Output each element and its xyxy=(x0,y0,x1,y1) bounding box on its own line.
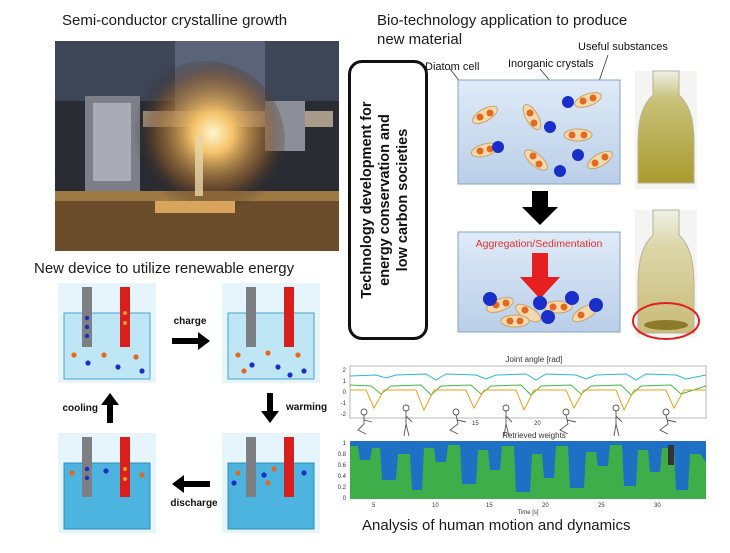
useful-label: Useful substances xyxy=(578,41,668,53)
semiconductor-photo xyxy=(55,41,339,251)
charge-arrow-icon xyxy=(172,332,210,350)
inorganic-crystals-top xyxy=(492,96,584,177)
joint-xtick: 20 xyxy=(534,421,541,427)
cooling-arrow-icon xyxy=(101,393,119,423)
weights-xtick: 5 xyxy=(372,503,376,509)
diatom-label: Diatom cell xyxy=(425,61,480,73)
aggregated-cells xyxy=(483,291,603,328)
flask-photo-top xyxy=(635,70,697,189)
diatom-cells-top xyxy=(470,92,613,171)
aggregation-label: Aggregation/Sedimentation xyxy=(476,238,603,250)
joint-curve-cyan xyxy=(349,373,707,381)
device-diagram: charge warming discharge cooling xyxy=(58,283,327,533)
joint-ytick: -2 xyxy=(341,412,347,418)
weights-plot xyxy=(350,441,706,499)
human-pose-figures xyxy=(357,404,677,437)
warming-label: warming xyxy=(285,402,327,413)
charge-label: charge xyxy=(174,316,207,327)
weights-ytick: 0.8 xyxy=(338,452,347,458)
weights-ytick: 0.2 xyxy=(338,485,347,491)
theme-text: Technology development for energy conser… xyxy=(359,101,411,298)
joint-curve-orange xyxy=(350,389,706,412)
theme-line3: low carbon societies xyxy=(395,129,411,272)
joint-xtick: 15 xyxy=(472,421,479,427)
discharge-label: discharge xyxy=(170,498,218,509)
flask-photo-bottom xyxy=(632,209,700,340)
weights-label: Retrieved weights xyxy=(502,431,566,440)
joint-ytick: 2 xyxy=(343,368,347,374)
semiconductor-title: Semi-conductor crystalline growth xyxy=(62,12,288,29)
weights-xlabel: Time [s] xyxy=(517,510,538,516)
cooling-label: cooling xyxy=(62,403,98,414)
weights-xtick: 20 xyxy=(542,503,549,509)
weights-xtick: 10 xyxy=(432,503,439,509)
beaker-top-right xyxy=(222,283,320,383)
beaker-bottom-left xyxy=(58,433,156,533)
joint-ytick: 0 xyxy=(343,390,347,396)
biotech-title-line1: Bio-technology application to produce xyxy=(377,12,628,29)
weights-ytick: 0.6 xyxy=(338,463,347,469)
theme-line1: Technology development for xyxy=(359,101,375,298)
biotech-diagram: Aggregation/Sedimentation xyxy=(449,55,700,340)
beaker-top-left xyxy=(58,283,156,383)
biotech-title-line2: new material xyxy=(377,31,463,48)
theme-line2: energy conservation and xyxy=(377,114,393,286)
joint-ytick: 1 xyxy=(343,379,347,385)
weights-xtick: 30 xyxy=(654,503,661,509)
weights-xtick: 15 xyxy=(486,503,493,509)
process-arrow-icon xyxy=(522,191,558,225)
device-title: New device to utilize renewable energy xyxy=(34,260,295,277)
warming-arrow-icon xyxy=(261,393,279,423)
weights-xtick: 25 xyxy=(598,503,605,509)
weights-ytick: 1 xyxy=(343,441,347,447)
beaker-bottom-right xyxy=(222,433,320,533)
joint-ytick: -1 xyxy=(341,401,347,407)
motion-chart: Joint angle [rad] 2 1 0 -1 -2 15 20 Retr… xyxy=(338,355,707,516)
joint-angle-label: Joint angle [rad] xyxy=(506,355,563,364)
motion-title: Analysis of human motion and dynamics xyxy=(362,517,631,534)
discharge-arrow-icon xyxy=(172,475,210,493)
sedimentation-arrow-icon xyxy=(520,253,560,299)
theme-box: Technology development for energy conser… xyxy=(348,60,428,340)
inorganic-label: Inorganic crystals xyxy=(508,58,594,70)
weights-ytick: 0.4 xyxy=(338,474,347,480)
weights-ytick: 0 xyxy=(343,496,347,502)
